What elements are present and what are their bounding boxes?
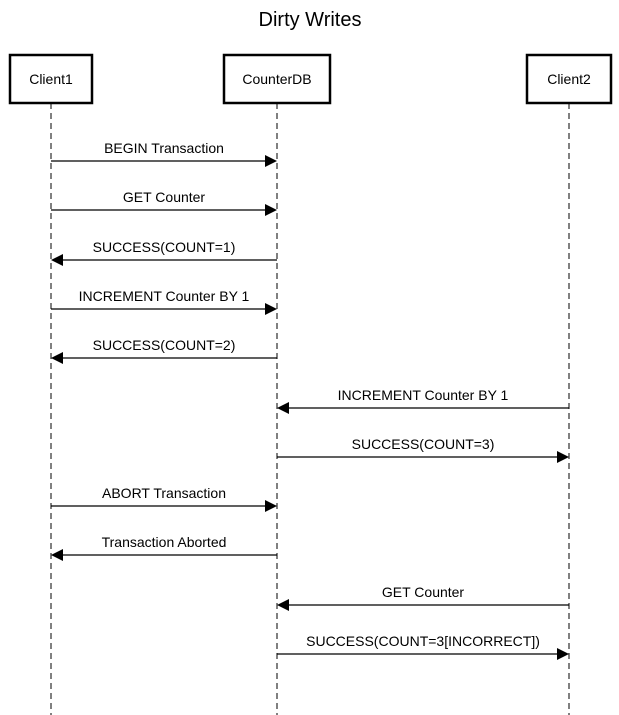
- message-4: INCREMENT Counter BY 1: [51, 288, 277, 315]
- message-arrowhead: [265, 500, 277, 512]
- message-6: INCREMENT Counter BY 1: [277, 387, 569, 414]
- message-arrowhead: [277, 599, 289, 611]
- participant-label-client1: Client1: [29, 71, 73, 87]
- participant-label-counterdb: CounterDB: [242, 71, 311, 87]
- message-label: Transaction Aborted: [102, 534, 227, 550]
- participant-counterdb: CounterDB: [222, 53, 332, 105]
- message-7: SUCCESS(COUNT=3): [277, 436, 569, 463]
- message-3: SUCCESS(COUNT=1): [51, 239, 277, 266]
- message-label: ABORT Transaction: [102, 485, 226, 501]
- message-arrowhead: [557, 451, 569, 463]
- message-arrowhead: [51, 549, 63, 561]
- message-label: INCREMENT Counter BY 1: [79, 288, 250, 304]
- message-label: SUCCESS(COUNT=1): [93, 239, 236, 255]
- message-11: SUCCESS(COUNT=3[INCORRECT]): [277, 633, 569, 660]
- message-label: GET Counter: [123, 189, 206, 205]
- diagram-title: Dirty Writes: [259, 9, 362, 31]
- participant-box-client1: [8, 53, 94, 105]
- message-arrowhead: [265, 155, 277, 167]
- message-5: SUCCESS(COUNT=2): [51, 337, 277, 364]
- message-arrowhead: [51, 352, 63, 364]
- message-9: Transaction Aborted: [51, 534, 277, 561]
- message-10: GET Counter: [277, 584, 569, 611]
- message-arrowhead: [265, 204, 277, 216]
- message-label: SUCCESS(COUNT=3[INCORRECT]): [306, 633, 540, 649]
- message-8: ABORT Transaction: [51, 485, 277, 512]
- message-label: BEGIN Transaction: [104, 140, 224, 156]
- message-label: GET Counter: [382, 584, 465, 600]
- message-arrowhead: [265, 303, 277, 315]
- message-label: INCREMENT Counter BY 1: [338, 387, 509, 403]
- lifelines: [50, 103, 570, 715]
- message-label: SUCCESS(COUNT=3): [352, 436, 495, 452]
- message-label: SUCCESS(COUNT=2): [93, 337, 236, 353]
- participant-box-counterdb: [222, 53, 332, 105]
- participant-boxes: Client1 CounterDB Client2: [8, 53, 613, 105]
- participant-client2: Client2: [525, 53, 613, 105]
- message-arrowhead: [277, 402, 289, 414]
- message-arrowhead: [51, 254, 63, 266]
- message-1: BEGIN Transaction: [51, 140, 277, 167]
- message-arrowhead: [557, 648, 569, 660]
- participant-label-client2: Client2: [547, 71, 591, 87]
- message-2: GET Counter: [51, 189, 277, 216]
- participant-box-client2: [525, 53, 613, 105]
- participant-client1: Client1: [8, 53, 94, 105]
